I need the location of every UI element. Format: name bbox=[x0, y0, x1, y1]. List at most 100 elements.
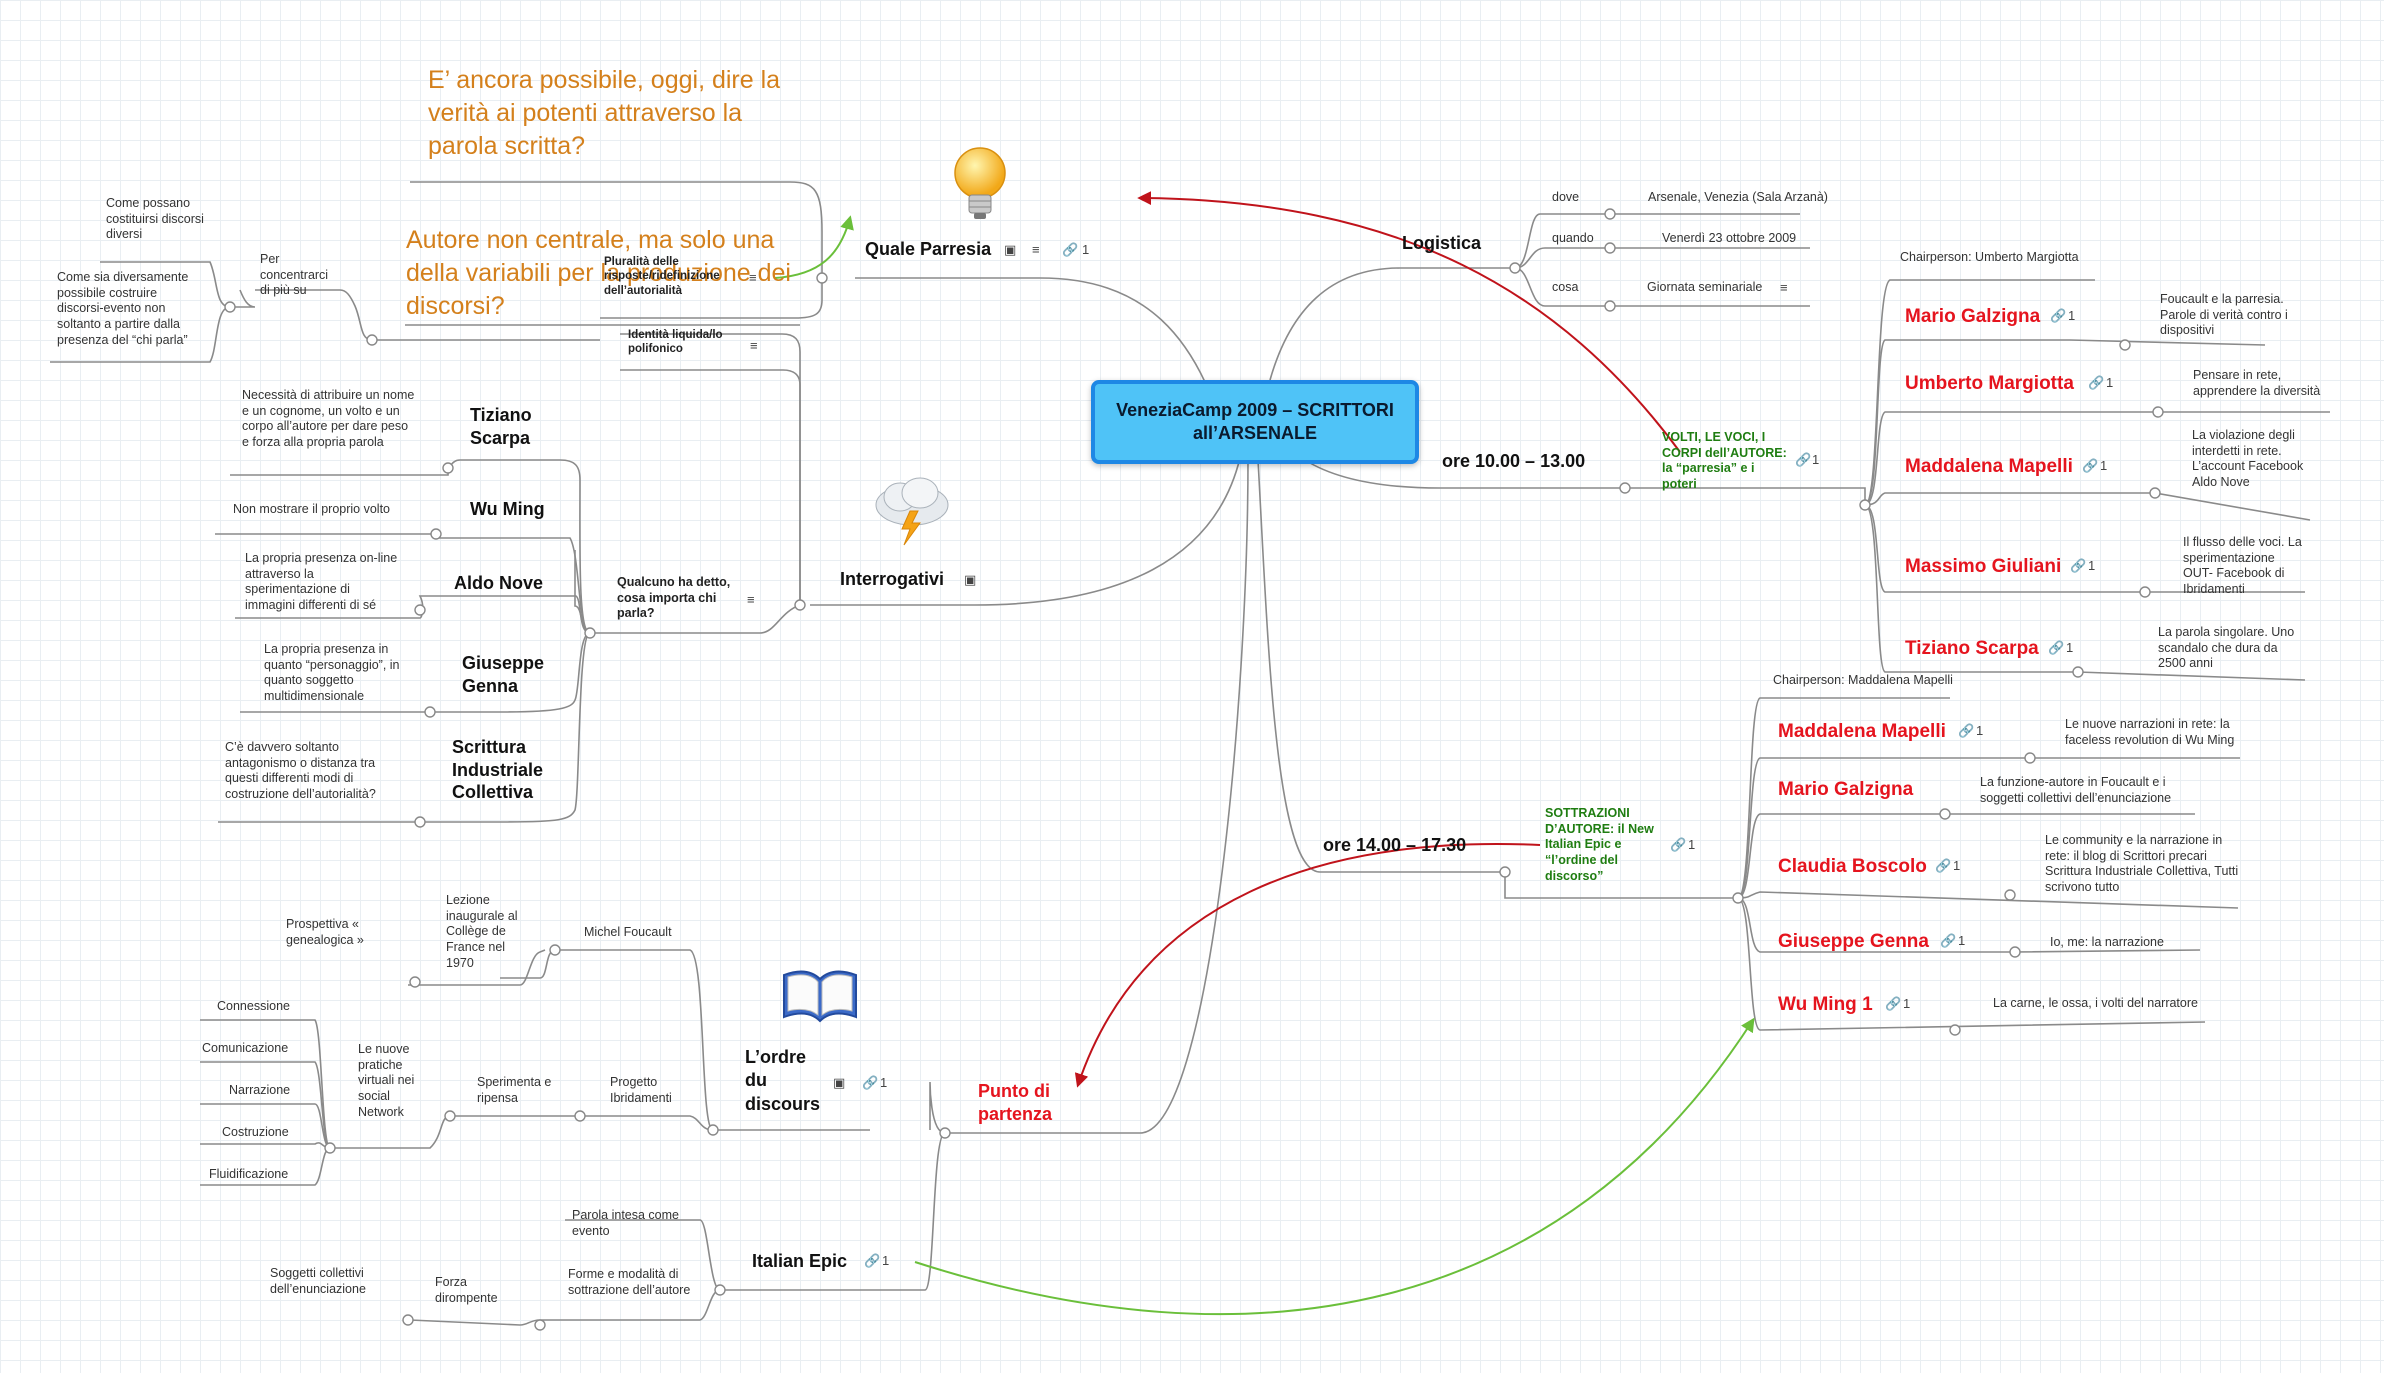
session-afternoon[interactable]: SOTTRAZIONI D’AUTORE: il New Italian Epi… bbox=[1545, 806, 1654, 883]
pratica-connessione[interactable]: Connessione bbox=[217, 999, 290, 1013]
speaker-afternoon-1[interactable]: Maddalena Mapelli bbox=[1778, 721, 1946, 742]
note-icon[interactable]: ≡ bbox=[747, 592, 755, 607]
arrow-green-bottom bbox=[914, 1017, 1755, 1316]
talk-morning-3: La violazione degli interdetti in rete. … bbox=[2192, 428, 2304, 489]
speaker-afternoon-2[interactable]: Mario Galzigna bbox=[1778, 779, 1914, 800]
lightbulb-icon bbox=[954, 147, 1006, 219]
arrow-red-bottom bbox=[1074, 843, 1541, 1088]
epic-link-count: 1 bbox=[882, 1253, 890, 1268]
chair-morning: Chairperson: Umberto Margiotta bbox=[1900, 250, 2079, 264]
time-afternoon[interactable]: ore 14.00 – 17.30 bbox=[1323, 835, 1467, 855]
image-icon[interactable]: ▣ bbox=[1004, 242, 1017, 257]
topic-parola-evento[interactable]: Parola intesa come evento bbox=[572, 1208, 680, 1238]
topic-nuove-pratiche[interactable]: Le nuove pratiche virtuali nei social Ne… bbox=[358, 1042, 415, 1119]
note-icon[interactable]: ≡ bbox=[1032, 242, 1040, 257]
logistica-cosa-value: Giornata seminariale bbox=[1647, 280, 1763, 294]
talk-afternoon-3: Le community e la narrazione in rete: il… bbox=[2045, 833, 2239, 894]
topic-interrogativi[interactable]: Interrogativi bbox=[840, 569, 945, 589]
speaker-morning-4[interactable]: Massimo Giuliani bbox=[1905, 556, 2062, 577]
central-topic[interactable]: VeneziaCamp 2009 – SCRITTORI all’ARSENAL… bbox=[1091, 380, 1419, 464]
branch-afternoon bbox=[1257, 459, 1505, 873]
topic-forza-dirompente[interactable]: Forza dirompente bbox=[435, 1275, 498, 1305]
speaker-morning-2[interactable]: Umberto Margiotta bbox=[1905, 373, 2074, 394]
image-icon[interactable]: ▣ bbox=[833, 1075, 846, 1090]
person-wu-ming[interactable]: Wu Ming bbox=[470, 499, 545, 519]
topic-forme-modalita[interactable]: Forme e modalità di sottrazione dell’aut… bbox=[568, 1267, 691, 1297]
topic-come-possano[interactable]: Come possano costituirsi discorsi divers… bbox=[106, 196, 204, 242]
speaker-morning-3[interactable]: Maddalena Mapelli bbox=[1905, 456, 2073, 477]
topic-soggetti-collettivi[interactable]: Soggetti collettivi dell’enunciazione bbox=[270, 1266, 366, 1296]
topic-prospettiva-genealogica[interactable]: Prospettiva « genealogica » bbox=[286, 917, 364, 947]
image-icon[interactable]: ▣ bbox=[964, 572, 977, 587]
topic-qualcuno[interactable]: Qualcuno ha detto, cosa importa chi parl… bbox=[617, 575, 731, 621]
logistica-dove-value: Arsenale, Venezia (Sala Arzanà) bbox=[1648, 190, 1828, 204]
link-icon[interactable]: 🔗 bbox=[2088, 375, 2105, 390]
logistica-cosa[interactable]: cosa bbox=[1552, 280, 1579, 294]
person-aldo-nove[interactable]: Aldo Nove bbox=[454, 573, 544, 593]
ordre-link-count: 1 bbox=[880, 1075, 888, 1090]
logistica-dove[interactable]: dove bbox=[1552, 190, 1580, 204]
speaker-link-count: 1 bbox=[1953, 858, 1961, 873]
speaker-afternoon-5[interactable]: Wu Ming 1 bbox=[1778, 994, 1873, 1015]
topic-come-sia[interactable]: Come sia diversamente possibile costruir… bbox=[57, 270, 189, 347]
link-icon[interactable]: 🔗 bbox=[1795, 452, 1812, 467]
topic-michel-foucault[interactable]: Michel Foucault bbox=[584, 925, 672, 939]
branch-morning bbox=[1304, 459, 1625, 489]
talk-afternoon-2: La funzione-autore in Foucault e i sogge… bbox=[1980, 775, 2172, 805]
talk-morning-2: Pensare in rete, apprendere la diversità bbox=[2193, 368, 2321, 398]
note-icon[interactable]: ≡ bbox=[1780, 280, 1788, 295]
link-icon[interactable]: 🔗 bbox=[2048, 640, 2065, 655]
note-icon[interactable]: ≡ bbox=[750, 338, 758, 353]
topic-identita[interactable]: Identità liquida/lo polifonico bbox=[628, 329, 723, 356]
pratica-costruzione[interactable]: Costruzione bbox=[222, 1125, 289, 1139]
arrow-red-top bbox=[1137, 191, 1681, 453]
topic-lezione-inaugurale[interactable]: Lezione inaugurale al Collège de France … bbox=[446, 893, 518, 970]
arrow-green-top bbox=[774, 215, 854, 279]
note-icon[interactable]: ≡ bbox=[749, 270, 757, 285]
speaker-afternoon-3[interactable]: Claudia Boscolo bbox=[1778, 856, 1927, 877]
pratica-fluidificazione[interactable]: Fluidificazione bbox=[209, 1167, 289, 1181]
session-morning[interactable]: VOLTI, LE VOCI, I CORPI dell’AUTORE: la … bbox=[1662, 430, 1787, 491]
topic-logistica[interactable]: Logistica bbox=[1402, 233, 1482, 253]
topic-quale-parresia[interactable]: Quale Parresia bbox=[865, 239, 992, 259]
speaker-afternoon-4[interactable]: Giuseppe Genna bbox=[1778, 931, 1929, 952]
topic-pluralita[interactable]: Pluralità delle risposte/ridefinizione d… bbox=[604, 256, 720, 297]
link-icon[interactable]: 🔗 bbox=[1062, 242, 1079, 257]
note-genna: La propria presenza in quanto “personagg… bbox=[264, 642, 400, 703]
link-icon[interactable]: 🔗 bbox=[1885, 996, 1902, 1011]
pratica-narrazione[interactable]: Narrazione bbox=[229, 1083, 291, 1097]
link-icon[interactable]: 🔗 bbox=[1935, 858, 1952, 873]
person-scrittura-industriale[interactable]: Scrittura Industriale Collettiva bbox=[452, 737, 544, 802]
link-icon[interactable]: 🔗 bbox=[1670, 837, 1687, 852]
note-sic: C’è davvero soltanto antagonismo o dista… bbox=[225, 740, 376, 801]
person-giuseppe-genna[interactable]: Giuseppe Genna bbox=[462, 653, 545, 696]
session-morning-link: 1 bbox=[1812, 452, 1820, 467]
link-icon[interactable]: 🔗 bbox=[2082, 458, 2099, 473]
logistica-quando[interactable]: quando bbox=[1552, 231, 1594, 245]
topic-progetto-ibridamenti[interactable]: Progetto Ibridamenti bbox=[610, 1075, 672, 1105]
link-icon[interactable]: 🔗 bbox=[1940, 933, 1957, 948]
time-morning[interactable]: ore 10.00 – 13.00 bbox=[1442, 451, 1586, 471]
speaker-morning-1[interactable]: Mario Galzigna bbox=[1905, 306, 2041, 327]
speaker-link-count: 1 bbox=[1903, 996, 1911, 1011]
link-icon[interactable]: 🔗 bbox=[2070, 558, 2087, 573]
link-icon[interactable]: 🔗 bbox=[864, 1253, 881, 1268]
book-icon bbox=[783, 970, 857, 1023]
speaker-link-count: 1 bbox=[1958, 933, 1966, 948]
topic-ordre-du-discours[interactable]: L’ordre du discours bbox=[745, 1047, 821, 1114]
central-topic-title: VeneziaCamp 2009 – SCRITTORI all’ARSENAL… bbox=[1116, 399, 1394, 443]
topic-punto-di-partenza[interactable]: Punto di partenza bbox=[978, 1081, 1053, 1124]
speaker-morning-5[interactable]: Tiziano Scarpa bbox=[1905, 638, 2039, 659]
person-tiziano-scarpa[interactable]: Tiziano Scarpa bbox=[470, 405, 532, 448]
pratica-comunicazione[interactable]: Comunicazione bbox=[202, 1041, 289, 1055]
question-parresia: E’ ancora possibile, oggi, dire la verit… bbox=[428, 66, 781, 160]
parresia-link-count: 1 bbox=[1082, 242, 1090, 257]
topic-italian-epic[interactable]: Italian Epic bbox=[752, 1251, 848, 1271]
link-icon[interactable]: 🔗 bbox=[1958, 723, 1975, 738]
link-icon[interactable]: 🔗 bbox=[2050, 308, 2067, 323]
topic-per-concentrarci[interactable]: Per concentrarci di più su bbox=[260, 252, 329, 298]
logistica-quando-value: Venerdì 23 ottobre 2009 bbox=[1662, 231, 1797, 245]
topic-sperimenta-ripensa[interactable]: Sperimenta e ripensa bbox=[477, 1075, 552, 1105]
link-icon[interactable]: 🔗 bbox=[862, 1075, 879, 1090]
